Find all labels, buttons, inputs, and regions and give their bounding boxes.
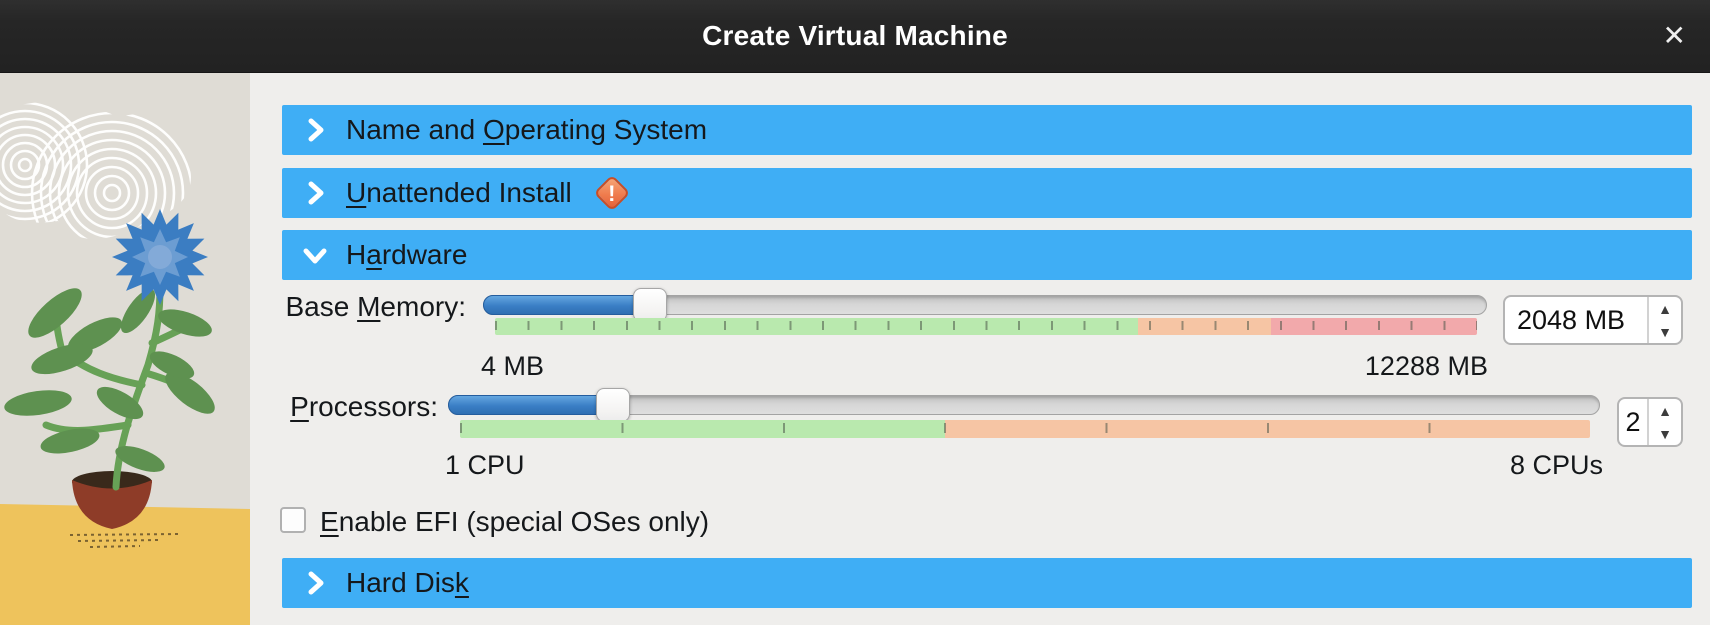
spin-down-icon[interactable]: ▼ <box>1658 323 1672 340</box>
create-vm-form: Name and Operating System Unattended Ins… <box>250 73 1710 625</box>
processors-spinbox: 2 ▲ ▼ <box>1617 397 1683 447</box>
spin-down-icon[interactable]: ▼ <box>1658 425 1672 442</box>
base-memory-min-label: 4 MB <box>481 351 545 381</box>
sidebar-illustration <box>0 73 250 625</box>
base-memory-spinbox: 2048 MB ▲ ▼ <box>1503 295 1683 345</box>
section-header-unattended-install[interactable]: Unattended Install ! <box>282 168 1692 218</box>
section-header-hardware[interactable]: Hardware <box>282 230 1692 280</box>
flower-graphic <box>112 209 208 305</box>
section-label: Name and Operating System <box>346 114 708 145</box>
section-label: Hard Disk <box>346 567 469 598</box>
slider-fill <box>483 295 652 315</box>
scale-ticks <box>460 423 1590 433</box>
section-header-hard-disk[interactable]: Hard Disk <box>282 558 1692 608</box>
spin-buttons: ▲ ▼ <box>1647 297 1681 343</box>
base-memory-slider-handle[interactable] <box>633 288 667 322</box>
chevron-right-icon <box>300 117 330 143</box>
section-label: Hardware <box>346 239 468 270</box>
processors-max-label: 8 CPUs <box>1509 450 1603 480</box>
base-memory-scale <box>495 318 1477 335</box>
title-bar: Create Virtual Machine ✕ <box>0 0 1710 73</box>
flower-illustration-graphic <box>0 73 250 625</box>
processors-min-label: 1 CPU <box>445 450 525 480</box>
base-memory-value[interactable]: 2048 MB <box>1517 304 1626 335</box>
enable-efi-checkbox[interactable] <box>280 507 306 533</box>
section-label: Unattended Install <box>346 177 572 208</box>
section-header-name-os[interactable]: Name and Operating System <box>282 105 1692 155</box>
processors-slider[interactable] <box>448 395 1600 415</box>
warning-icon: ! <box>593 174 631 212</box>
close-icon[interactable]: ✕ <box>1662 20 1686 51</box>
scale-ticks <box>495 321 1477 330</box>
base-memory-label: Base Memory: <box>285 291 466 322</box>
processors-value[interactable]: 2 <box>1625 406 1641 437</box>
slider-fill <box>448 395 615 415</box>
enable-efi-label[interactable]: Enable EFI (special OSes only) <box>320 506 710 537</box>
chevron-down-icon <box>300 242 330 268</box>
processors-label: Processors: <box>290 391 438 422</box>
spin-up-icon[interactable]: ▲ <box>1658 402 1672 419</box>
ground-graphic <box>0 504 250 625</box>
pot-graphic <box>69 471 179 548</box>
leaves-graphic <box>4 288 215 472</box>
spin-up-icon[interactable]: ▲ <box>1658 300 1672 317</box>
processors-scale <box>460 420 1590 438</box>
spin-buttons: ▲ ▼ <box>1647 399 1681 445</box>
base-memory-max-label: 12288 MB <box>1364 351 1488 381</box>
chevron-right-icon <box>300 180 330 206</box>
base-memory-slider[interactable] <box>483 295 1487 315</box>
window-title: Create Virtual Machine <box>702 20 1008 51</box>
processors-slider-handle[interactable] <box>596 388 630 422</box>
chevron-right-icon <box>300 570 330 596</box>
